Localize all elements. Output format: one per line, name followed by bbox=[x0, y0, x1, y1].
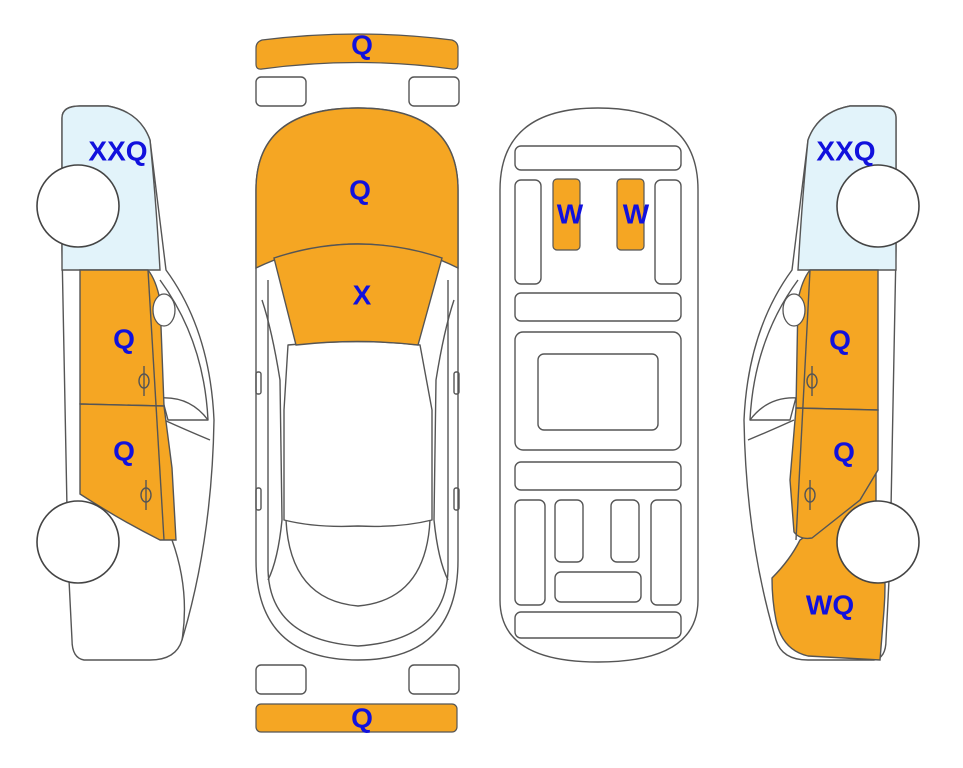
left-window-label: XXQ bbox=[88, 136, 147, 167]
front-light-right bbox=[408, 76, 460, 107]
underside-pad-left-label: W bbox=[557, 199, 584, 230]
right-rear-quarter-label: WQ bbox=[806, 590, 854, 621]
underside-view bbox=[499, 107, 699, 663]
front-bumper[interactable] bbox=[255, 33, 459, 70]
right-window-label: XXQ bbox=[816, 136, 875, 167]
left-front-wheel bbox=[36, 164, 120, 248]
left-rear-wheel bbox=[36, 500, 120, 584]
underside-pad-right[interactable] bbox=[616, 178, 645, 251]
left-door-handle-front[interactable] bbox=[138, 366, 150, 396]
right-rear-wheel bbox=[836, 500, 920, 584]
left-door-handle-rear[interactable] bbox=[140, 480, 152, 510]
windshield[interactable] bbox=[273, 243, 443, 346]
right-door-edge bbox=[795, 269, 811, 541]
right-door-handle-front[interactable] bbox=[806, 366, 818, 396]
front-bumper-label: Q bbox=[351, 30, 373, 61]
underside-pad-right-label: W bbox=[623, 199, 650, 230]
hood-label: Q bbox=[349, 175, 371, 206]
front-light-left bbox=[255, 76, 307, 107]
left-front-door-label: Q bbox=[113, 324, 135, 355]
left-rear-door[interactable] bbox=[79, 403, 177, 541]
left-rear-door-label: Q bbox=[113, 436, 135, 467]
right-front-wheel bbox=[836, 164, 920, 248]
right-front-door-label: Q bbox=[829, 325, 851, 356]
right-rear-door-label: Q bbox=[833, 437, 855, 468]
rear-light-left bbox=[255, 664, 307, 695]
left-door-edge bbox=[147, 269, 165, 541]
right-door-handle-rear[interactable] bbox=[804, 480, 816, 510]
right-mirror bbox=[782, 293, 806, 327]
right-rear-door[interactable] bbox=[789, 407, 879, 540]
rear-bumper[interactable] bbox=[255, 703, 458, 733]
rear-bumper-label: Q bbox=[351, 703, 373, 734]
top-view-car bbox=[255, 107, 460, 661]
left-mirror bbox=[152, 293, 176, 327]
rear-light-right bbox=[408, 664, 460, 695]
underside-pad-left[interactable] bbox=[552, 178, 581, 251]
windshield-label: X bbox=[353, 280, 372, 311]
